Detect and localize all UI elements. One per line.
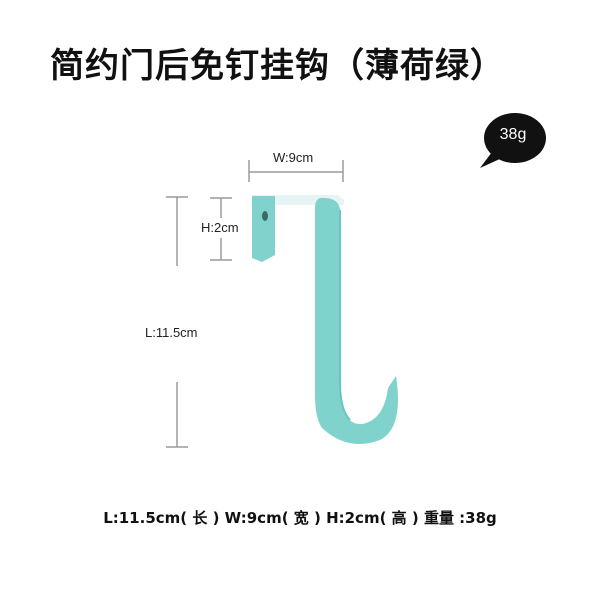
width-label: W:9cm [273,150,314,165]
length-dimension [166,196,188,448]
height-label: H:2cm [201,220,239,235]
spec-line: L:11.5cm( 长 ) W:9cm( 宽 ) H:2cm( 高 ) 重量 :… [103,509,497,527]
hook-body [315,197,398,444]
weight-badge: 38g [478,112,548,170]
width-dimension [248,160,344,182]
page-title: 简约门后免钉挂钩（薄荷绿） [50,46,505,86]
hook-screw-hole [262,211,268,221]
height-dimension [210,197,232,261]
length-label: L:11.5cm [145,325,198,340]
speech-bubble-icon [480,113,546,168]
weight-badge-text: 38g [499,126,527,143]
hook-tab [252,196,275,262]
hook-shadow-edge [339,210,351,421]
